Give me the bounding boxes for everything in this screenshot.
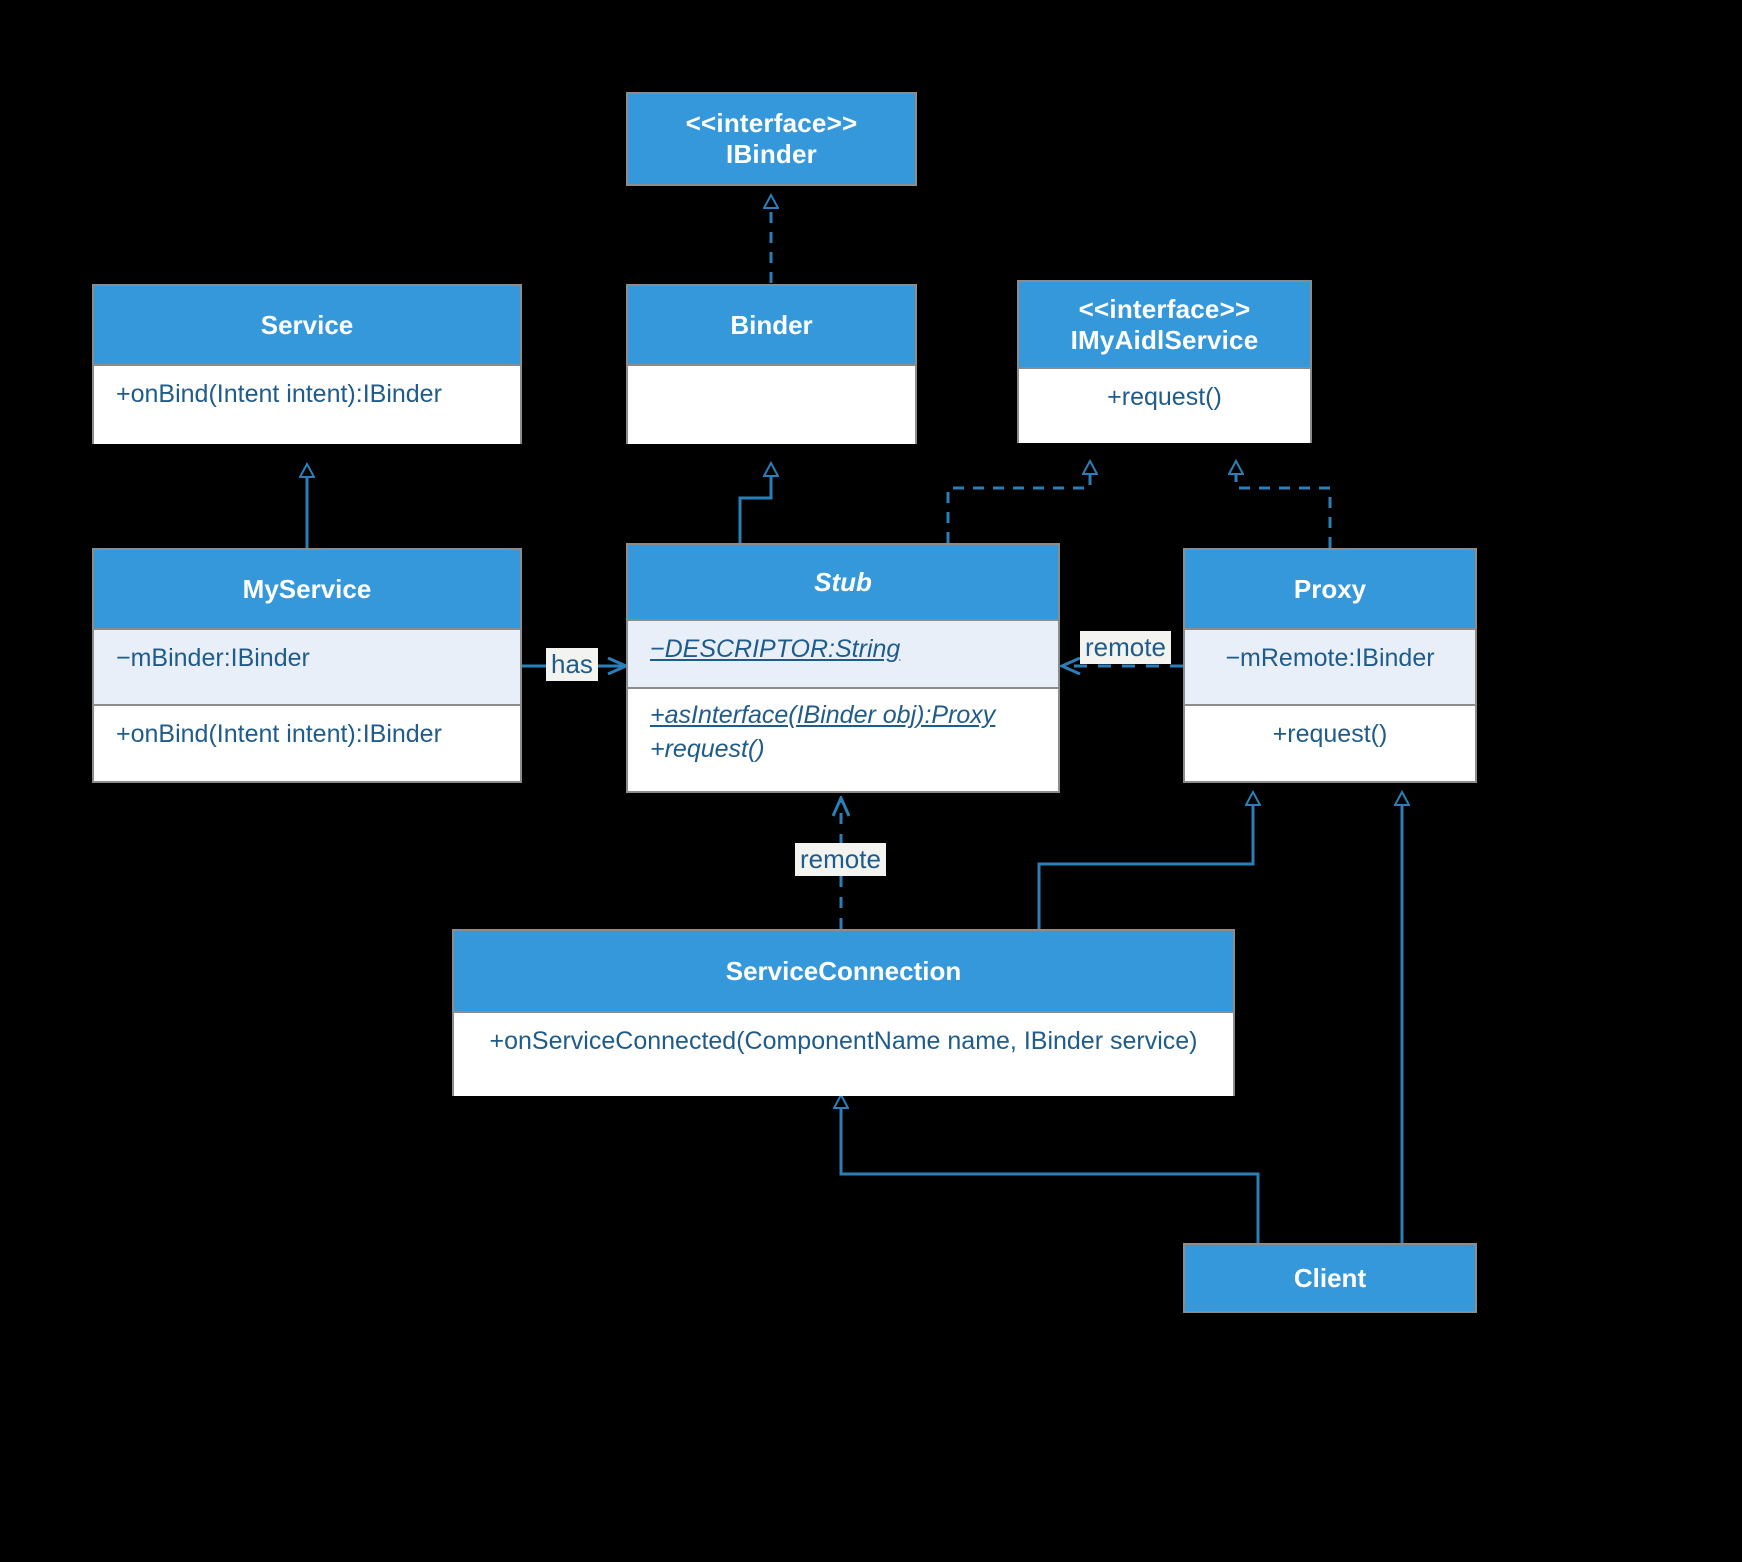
class-ibinder-name: IBinder — [726, 139, 817, 169]
class-client-header: Client — [1185, 1245, 1475, 1311]
class-stub[interactable]: Stub −DESCRIPTOR:String +asInterface(IBi… — [626, 543, 1060, 793]
edge-label-remote-connection-stub: remote — [795, 843, 886, 876]
class-service-header: Service — [94, 286, 520, 364]
class-myservice-name: MyService — [242, 573, 372, 604]
operation-row: +onBind(Intent intent):IBinder — [116, 380, 442, 408]
class-myservice-operations: +onBind(Intent intent):IBinder — [94, 704, 520, 781]
class-imyaidlservice-name: IMyAidlService — [1070, 324, 1259, 355]
attribute-row: −mRemote:IBinder — [1225, 644, 1435, 672]
operation-row: +request() — [1107, 383, 1222, 411]
class-stub-attributes: −DESCRIPTOR:String — [628, 619, 1058, 687]
class-binder-operations — [628, 364, 915, 444]
class-myservice[interactable]: MyService −mBinder:IBinder +onBind(Inten… — [92, 548, 522, 783]
class-serviceconnection[interactable]: ServiceConnection +onServiceConnected(Co… — [452, 929, 1235, 1096]
class-proxy-name: Proxy — [1293, 573, 1367, 604]
class-imyaidlservice-header: <<interface>> IMyAidlService — [1019, 282, 1310, 367]
class-service-name: Service — [260, 309, 354, 340]
edge-label-has: has — [546, 648, 598, 681]
class-ibinder[interactable]: <<interface>> IBinder — [626, 92, 917, 186]
class-client-name: Client — [1293, 1262, 1367, 1293]
class-proxy[interactable]: Proxy −mRemote:IBinder +request() — [1183, 548, 1477, 783]
class-service-operations: +onBind(Intent intent):IBinder — [94, 364, 520, 444]
class-imyaidlservice-stereotype: <<interface>> — [1078, 293, 1251, 324]
class-serviceconnection-name: ServiceConnection — [725, 955, 962, 986]
class-ibinder-header: <<interface>> IBinder — [628, 94, 915, 184]
class-binder[interactable]: Binder — [626, 284, 917, 444]
class-proxy-header: Proxy — [1185, 550, 1475, 628]
class-binder-header: Binder — [628, 286, 915, 364]
class-binder-name: Binder — [730, 309, 813, 340]
class-stub-name: Stub — [814, 566, 872, 597]
class-service[interactable]: Service +onBind(Intent intent):IBinder — [92, 284, 522, 444]
operation-row: +request() — [1272, 720, 1388, 748]
class-myservice-header: MyService — [94, 550, 520, 628]
class-proxy-attributes: −mRemote:IBinder — [1185, 628, 1475, 704]
class-imyaidlservice[interactable]: <<interface>> IMyAidlService +request() — [1017, 280, 1312, 443]
operation-row: +request() — [650, 734, 765, 763]
attribute-row: −DESCRIPTOR:String — [650, 635, 901, 663]
class-serviceconnection-operations: +onServiceConnected(ComponentName name, … — [454, 1011, 1233, 1096]
attribute-row: −mBinder:IBinder — [116, 644, 310, 672]
operation-row: +onServiceConnected(ComponentName name, … — [489, 1027, 1198, 1055]
class-myservice-attributes: −mBinder:IBinder — [94, 628, 520, 704]
class-proxy-operations: +request() — [1185, 704, 1475, 781]
class-stub-header: Stub — [628, 545, 1058, 619]
edge-label-remote-proxy-stub: remote — [1080, 631, 1171, 664]
class-client[interactable]: Client — [1183, 1243, 1477, 1313]
class-serviceconnection-header: ServiceConnection — [454, 931, 1233, 1011]
operation-row: +asInterface(IBinder obj):Proxy — [650, 701, 996, 729]
class-ibinder-stereotype: <<interface>> — [685, 108, 858, 139]
class-stub-operations: +asInterface(IBinder obj):Proxy +request… — [628, 687, 1058, 791]
class-imyaidlservice-operations: +request() — [1019, 367, 1310, 443]
operation-row: +onBind(Intent intent):IBinder — [116, 720, 442, 748]
